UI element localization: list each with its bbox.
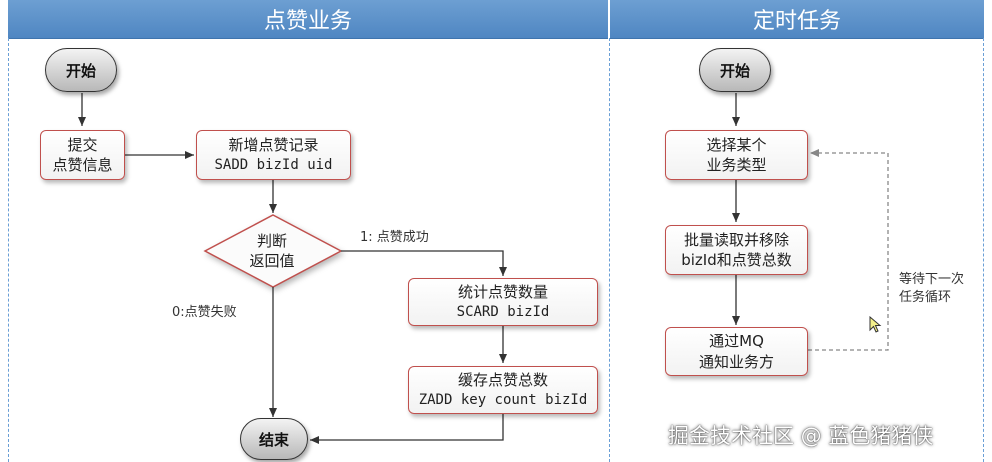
fail-edge-label: 0:点赞失败 bbox=[172, 305, 237, 320]
count-line-2: SCARD bizId bbox=[456, 303, 550, 320]
submit-line-1: 提交 bbox=[67, 135, 98, 154]
notify-line-1: 通过MQ bbox=[709, 332, 764, 351]
lane-border-left bbox=[8, 38, 9, 462]
lane-header-scheduled-task: 定时任务 bbox=[610, 0, 984, 39]
left-start-node: 开始 bbox=[45, 48, 117, 92]
select-line-1: 选择某个 bbox=[706, 135, 767, 154]
right-start-node: 开始 bbox=[699, 48, 771, 92]
decision-label: 判断 返回值 bbox=[210, 223, 334, 279]
select-line-2: 业务类型 bbox=[706, 156, 767, 174]
count-line-1: 统计点赞数量 bbox=[457, 283, 548, 302]
batch-read-box: 批量读取并移除 bizId和点赞总数 bbox=[665, 225, 808, 275]
arrow-cache-to-end bbox=[310, 414, 504, 444]
add-record-line-2: SADD bizId uid bbox=[214, 156, 333, 173]
count-likes-box: 统计点赞数量 SCARD bizId bbox=[408, 278, 598, 326]
submit-like-box: 提交 点赞信息 bbox=[40, 130, 125, 180]
mouse-cursor-icon bbox=[869, 316, 882, 333]
end-node: 结束 bbox=[240, 418, 308, 460]
right-start-label: 开始 bbox=[719, 61, 750, 80]
end-label: 结束 bbox=[258, 430, 289, 449]
decision-line-1: 判断 bbox=[256, 231, 287, 250]
lane-header-like-business: 点赞业务 bbox=[8, 0, 608, 39]
arrow-decision-to-count bbox=[341, 250, 507, 276]
lane-border-right bbox=[983, 38, 984, 462]
decision-line-2: 返回值 bbox=[249, 252, 295, 270]
watermark: 掘金技术社区 @ 蓝色猪猪侠 bbox=[668, 424, 934, 448]
arrow-loop-back bbox=[808, 149, 889, 351]
lane-title-scheduled-task: 定时任务 bbox=[752, 9, 841, 34]
lane-title-like-business: 点赞业务 bbox=[263, 9, 352, 34]
lane-border-middle bbox=[609, 38, 610, 462]
cache-total-box: 缓存点赞总数 ZADD key count bizId bbox=[408, 366, 598, 414]
batch-line-2: bizId和点赞总数 bbox=[681, 251, 792, 269]
notify-mq-box: 通过MQ 通知业务方 bbox=[665, 327, 808, 376]
notify-line-2: 通知业务方 bbox=[698, 352, 774, 371]
loop-label-line-2: 任务循环 bbox=[899, 290, 952, 305]
success-edge-label: 1: 点赞成功 bbox=[360, 230, 429, 245]
batch-line-1: 批量读取并移除 bbox=[683, 230, 789, 249]
add-record-line-1: 新增点赞记录 bbox=[228, 136, 319, 155]
cache-line-2: ZADD key count bizId bbox=[418, 391, 588, 408]
loop-label-line-1: 等待下一次 bbox=[899, 272, 965, 287]
add-like-record-box: 新增点赞记录 SADD bizId uid bbox=[196, 130, 351, 180]
cache-line-1: 缓存点赞总数 bbox=[457, 371, 548, 390]
select-business-type-box: 选择某个 业务类型 bbox=[665, 130, 808, 180]
submit-line-2: 点赞信息 bbox=[52, 156, 113, 174]
left-start-label: 开始 bbox=[65, 61, 96, 80]
